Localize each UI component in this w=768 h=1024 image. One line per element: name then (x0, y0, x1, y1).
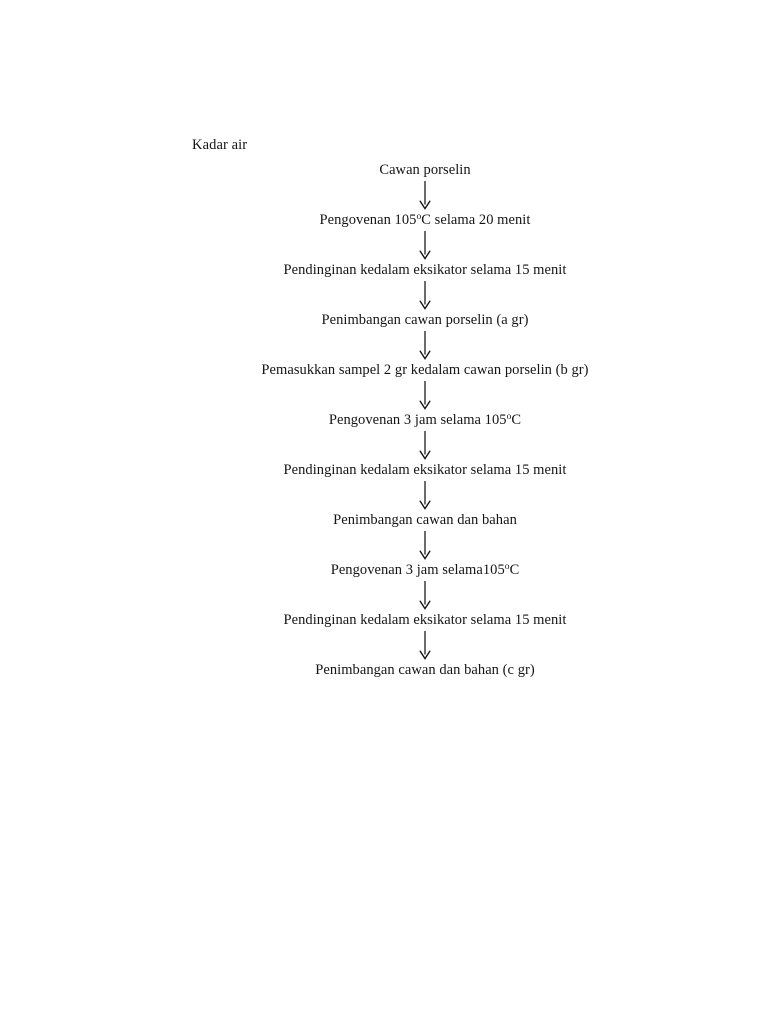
flow-step: Cawan porselin (379, 162, 471, 178)
flow-connector-arrow (0, 180, 768, 211)
flow-step: Penimbangan cawan dan bahan (333, 512, 517, 528)
flow-connector-arrow (0, 330, 768, 361)
flow-connector-arrow (0, 430, 768, 461)
flow-connector-arrow (0, 630, 768, 661)
flow-step: Pengovenan 3 jam selama105oC (330, 561, 520, 578)
degree-symbol: o (506, 411, 512, 422)
flow-step: Pendinginan kedalam eksikator selama 15 … (283, 262, 567, 278)
degree-symbol: o (416, 211, 422, 222)
flow-step: Pengovenan 105oC selama 20 menit (319, 211, 531, 228)
flow-step: Pendinginan kedalam eksikator selama 15 … (283, 612, 567, 628)
flow-step: Pemasukkan sampel 2 gr kedalam cawan por… (261, 362, 589, 378)
flow-connector-arrow (0, 530, 768, 561)
flow-connector-arrow (0, 230, 768, 261)
flow-step: Penimbangan cawan dan bahan (c gr) (315, 662, 535, 678)
flow-connector-arrow (0, 480, 768, 511)
degree-symbol: o (504, 561, 510, 572)
page-title: Kadar air (192, 137, 248, 153)
flow-step: Pendinginan kedalam eksikator selama 15 … (283, 462, 567, 478)
flow-connector-arrow (0, 380, 768, 411)
flow-step: Pengovenan 3 jam selama 105oC (328, 411, 522, 428)
flow-connector-arrow (0, 580, 768, 611)
flow-connector-arrow (0, 280, 768, 311)
flow-step: Penimbangan cawan porselin (a gr) (321, 312, 529, 328)
